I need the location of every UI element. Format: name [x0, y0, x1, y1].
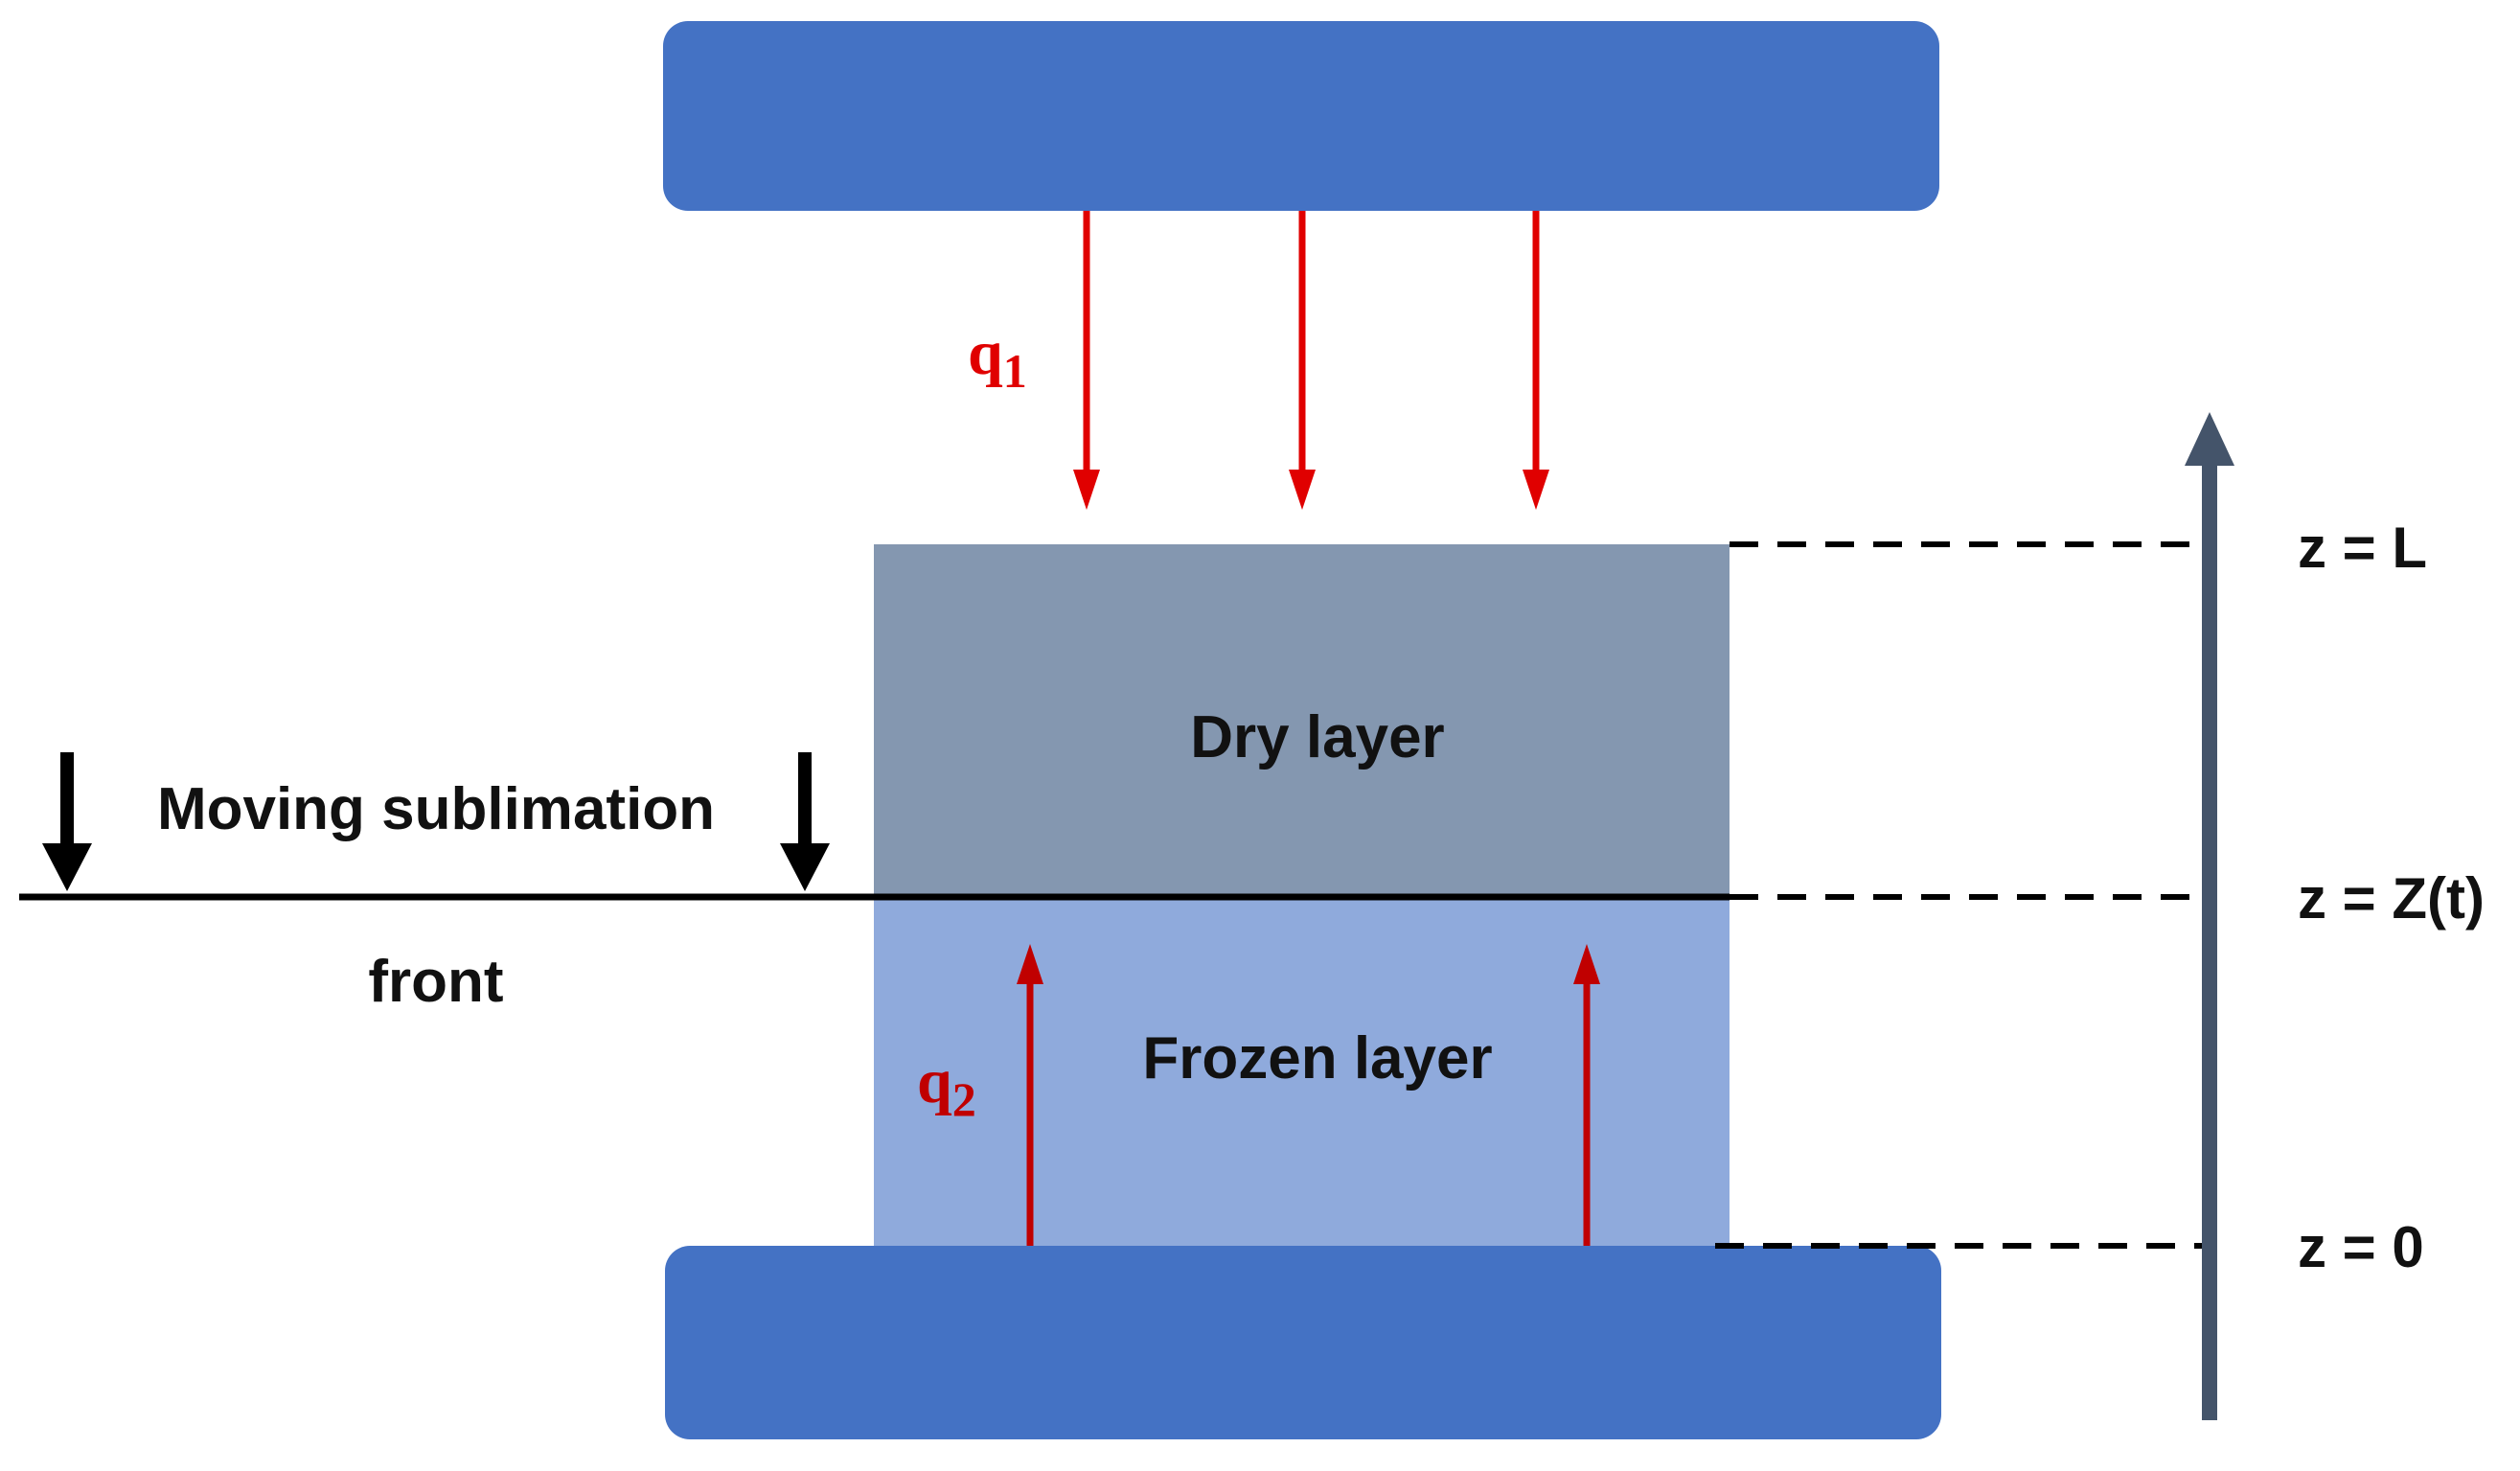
- heat-flux-label-bottom: q2: [917, 1046, 976, 1126]
- z-axis-arrowhead: [2185, 412, 2234, 466]
- dry-layer-label: Dry layer: [1190, 704, 1444, 770]
- z-label-front: z = Z(t): [2298, 866, 2485, 931]
- heat-flux-top-subscript: 1: [1003, 344, 1027, 398]
- dry-layer: [874, 544, 1730, 897]
- z-label-top: z = L: [2298, 516, 2427, 580]
- heat-flux-bottom-symbol: q: [917, 1046, 952, 1116]
- front-label-line1: Moving sublimation: [157, 776, 715, 842]
- heat-arrowhead-top-3: [1523, 470, 1549, 510]
- heat-flux-arrows-top: [1073, 211, 1549, 510]
- heat-arrowhead-bottom-2: [1573, 944, 1600, 984]
- heat-arrowhead-top-2: [1289, 470, 1316, 510]
- heat-arrowhead-bottom-1: [1017, 944, 1043, 984]
- heat-arrowhead-top-1: [1073, 470, 1100, 510]
- front-arrow-left-head: [42, 843, 92, 891]
- bottom-heating-plate: [665, 1246, 1941, 1439]
- front-label-line2: front: [368, 949, 503, 1015]
- heat-flux-arrows-bottom: [1017, 944, 1600, 1246]
- frozen-layer-label: Frozen layer: [1142, 1025, 1492, 1092]
- front-arrow-right-head: [780, 843, 830, 891]
- heat-flux-label-top: q1: [968, 318, 1027, 398]
- top-heating-plate: [663, 21, 1939, 211]
- heat-flux-bottom-subscript: 2: [952, 1072, 976, 1126]
- z-label-bottom: z = 0: [2298, 1215, 2424, 1279]
- heat-flux-top-symbol: q: [968, 318, 1003, 388]
- front-motion-arrows: [42, 752, 830, 891]
